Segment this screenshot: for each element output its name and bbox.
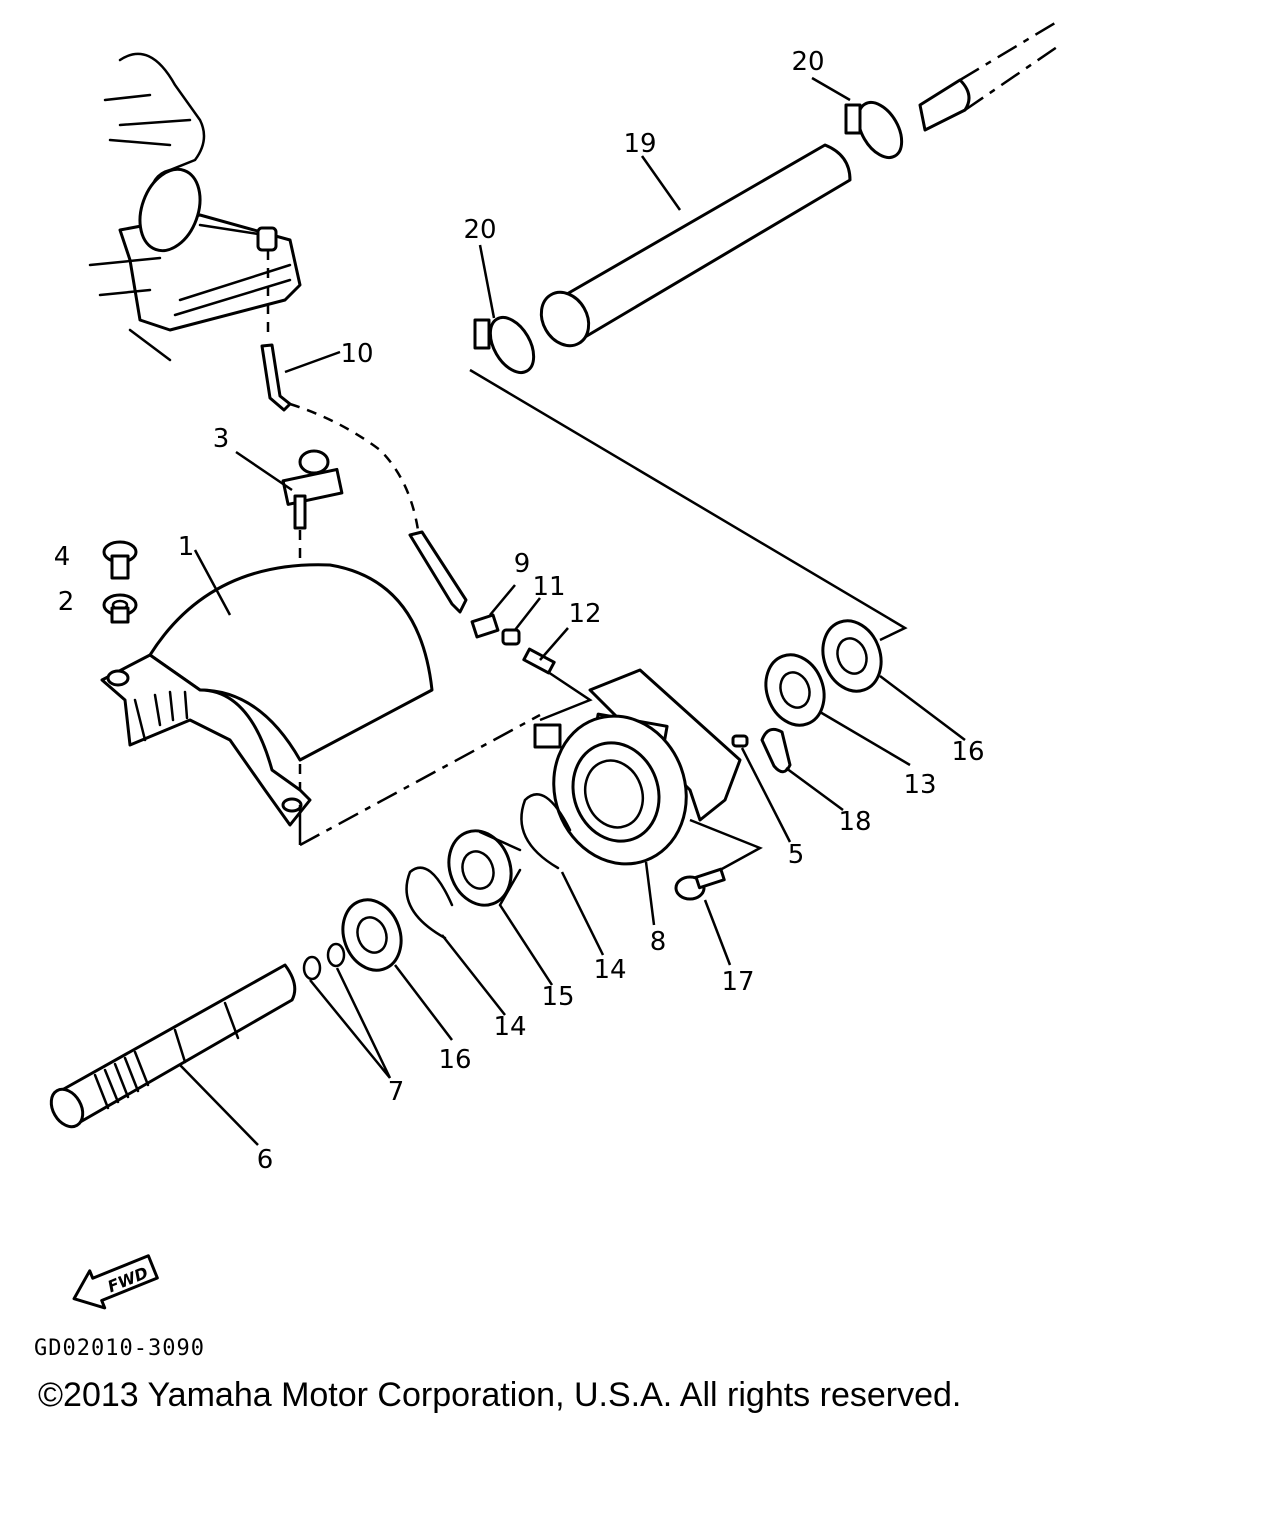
part-4-bolt [102, 540, 138, 580]
fwd-arrow-icon: FWD [72, 1254, 159, 1310]
callout-10: 10 [340, 339, 373, 369]
callout-18: 18 [838, 807, 871, 837]
part-16-seal-upper [469, 368, 908, 693]
callout-16a: 16 [951, 737, 984, 767]
part-20-clamp-left [473, 316, 536, 374]
drive-shaft-end [918, 18, 1061, 132]
callout-11: 11 [532, 572, 565, 602]
leader-lines [179, 76, 966, 1146]
callout-4: 4 [54, 542, 71, 572]
part-10-hose [260, 343, 468, 614]
callout-2: 2 [58, 587, 75, 617]
part-1-cover [100, 563, 541, 847]
part-15-bearing [447, 829, 522, 907]
part-19-tube [539, 143, 852, 348]
part-18-clip [760, 727, 792, 774]
callout-12: 12 [568, 599, 601, 629]
callout-14a: 14 [593, 955, 626, 985]
callout-7: 7 [388, 1077, 405, 1107]
part-17-bolt [674, 818, 763, 901]
callout-14b: 14 [493, 1012, 526, 1042]
callout-20b: 20 [463, 215, 496, 245]
diagram-code: GD02010-3090 [34, 1336, 205, 1361]
part-11-nut [501, 628, 521, 646]
engine-block-fragment [88, 52, 302, 362]
callout-13: 13 [903, 770, 936, 800]
callout-9: 9 [514, 549, 531, 579]
callout-6: 6 [257, 1145, 274, 1175]
part-9-nipple [470, 613, 500, 639]
part-14-circlip-left [405, 866, 454, 940]
callout-15: 15 [541, 982, 574, 1012]
copyright-notice: ©2013 Yamaha Motor Corporation, U.S.A. A… [38, 1376, 962, 1414]
callout-20a: 20 [791, 47, 824, 77]
part-20-clamp-right [844, 101, 904, 159]
part-8-housing [533, 668, 742, 866]
part-6-shaft [49, 963, 297, 1129]
callout-1: 1 [178, 532, 195, 562]
part-2-collar [102, 593, 138, 624]
part-7-o-rings [302, 942, 346, 981]
part-12-fitting [522, 647, 593, 722]
callout-5: 5 [788, 840, 805, 870]
callout-labels: 1 2 3 4 5 6 7 8 9 10 11 12 13 14 14 15 1… [54, 47, 985, 1175]
part-13-seal [764, 653, 826, 727]
callout-16b: 16 [438, 1045, 471, 1075]
callout-3: 3 [213, 424, 230, 454]
part-14-circlip-right [520, 793, 572, 870]
part-5-pin [731, 734, 749, 748]
callout-19: 19 [623, 129, 656, 159]
callout-8: 8 [650, 927, 667, 957]
part-16-seal-lower [341, 898, 403, 972]
callout-17: 17 [721, 967, 754, 997]
